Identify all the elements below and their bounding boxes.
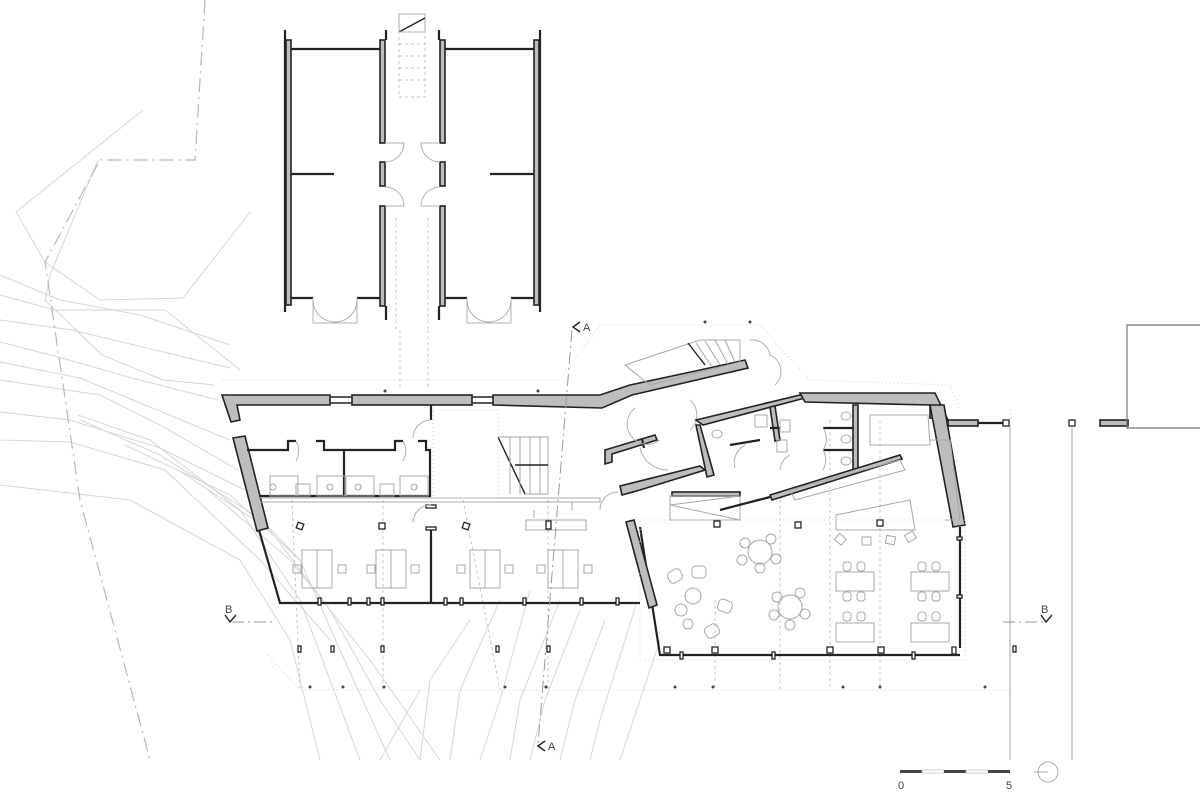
work-tables [292, 549, 593, 589]
section-a-bottom-label: A [548, 741, 556, 753]
dining-furniture [666, 530, 950, 643]
section-line-b: B B [224, 604, 1053, 624]
stair-upper-entrance [623, 339, 782, 445]
terrain-contours [0, 109, 661, 761]
roof-outline [222, 324, 1011, 691]
stair-north [395, 13, 429, 330]
site-boundary [44, 0, 206, 761]
section-b-right-label: B [1041, 604, 1048, 616]
section-b-left-label: B [225, 604, 232, 616]
new-pavilion [220, 359, 1129, 661]
scale-start-label: 0 [898, 780, 904, 792]
adjacent-structure-east [1009, 324, 1200, 760]
stair-central [432, 409, 549, 499]
outdoor-posts [297, 320, 1017, 689]
existing-building-north [283, 13, 542, 330]
scale-end-label: 5 [1006, 780, 1012, 792]
north-arrow-icon [1034, 761, 1059, 783]
south-mullions [317, 597, 620, 606]
section-line-a: A A [536, 321, 591, 753]
scale-bar: 0 5 [898, 769, 1012, 792]
section-a-top-label: A [583, 322, 591, 334]
